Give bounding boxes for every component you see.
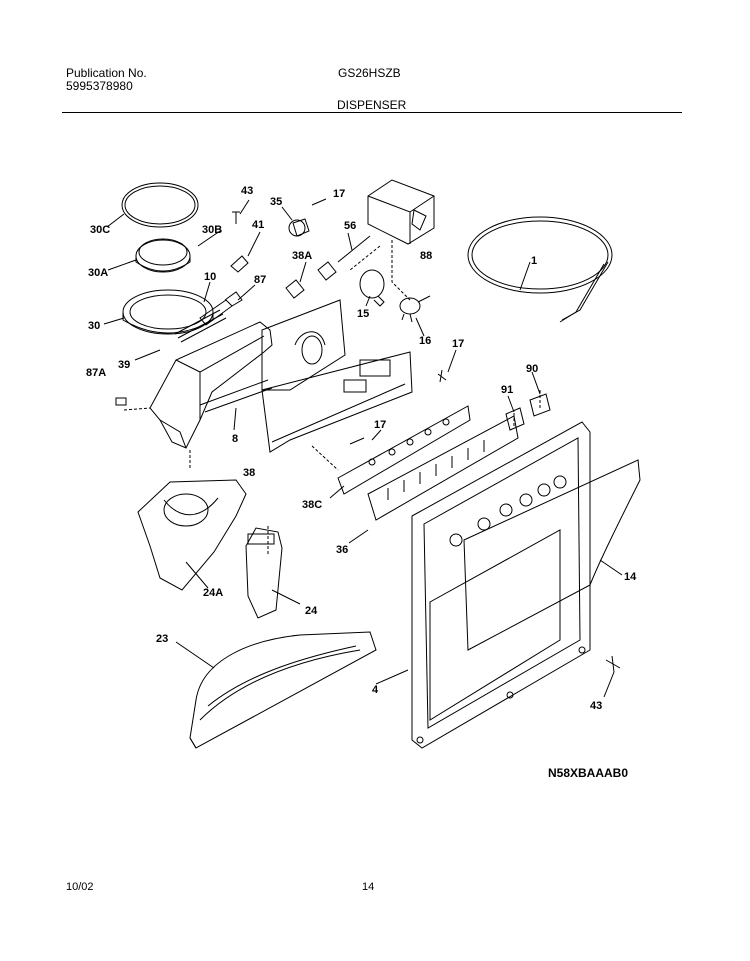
diagram-code: N58XBAAAB0 bbox=[548, 766, 629, 780]
footer-date: 10/02 bbox=[66, 881, 94, 893]
callout-30c: 30C bbox=[90, 224, 110, 236]
callout-1: 1 bbox=[531, 255, 537, 267]
callout-30b: 30B bbox=[202, 224, 222, 236]
callout-36: 36 bbox=[336, 544, 348, 556]
leader-lines bbox=[123, 240, 541, 554]
callout-35: 35 bbox=[270, 196, 282, 208]
callout-labels: 1 30C 30B 30A 30 43 35 17 41 87 10 39 87… bbox=[86, 185, 637, 712]
callout-43-low: 43 bbox=[590, 700, 602, 712]
callout-17-top: 17 bbox=[333, 188, 345, 200]
page-number: 14 bbox=[362, 881, 375, 893]
callout-8: 8 bbox=[232, 433, 238, 445]
callout-10: 10 bbox=[204, 271, 216, 283]
callout-15: 15 bbox=[357, 308, 369, 320]
callout-91: 91 bbox=[501, 384, 513, 396]
callout-24: 24 bbox=[305, 605, 318, 617]
callout-14: 14 bbox=[624, 571, 637, 583]
publication-label: Publication No. bbox=[66, 66, 147, 80]
callout-90: 90 bbox=[526, 363, 538, 375]
callout-30: 30 bbox=[88, 320, 100, 332]
callout-38c: 38C bbox=[302, 499, 322, 511]
header-rule bbox=[62, 112, 682, 113]
publication-number: 5995378980 bbox=[66, 79, 133, 93]
callout-17-low: 17 bbox=[374, 419, 386, 431]
callout-4: 4 bbox=[372, 684, 379, 696]
callout-87a: 87A bbox=[86, 367, 106, 379]
callout-38: 38 bbox=[243, 467, 255, 479]
callout-39: 39 bbox=[118, 359, 130, 371]
callout-88: 88 bbox=[420, 250, 432, 262]
callout-30a: 30A bbox=[88, 267, 108, 279]
parts-drawing bbox=[115, 179, 641, 749]
callout-56: 56 bbox=[344, 220, 356, 232]
callout-17-mid: 17 bbox=[452, 338, 464, 350]
leaders-solid bbox=[103, 199, 623, 698]
section-title: DISPENSER bbox=[337, 98, 407, 112]
callout-41: 41 bbox=[252, 219, 264, 231]
callout-23: 23 bbox=[156, 633, 168, 645]
callout-87: 87 bbox=[254, 274, 266, 286]
callout-16: 16 bbox=[419, 335, 431, 347]
callout-43-top: 43 bbox=[241, 185, 253, 197]
model-number: GS26HSZB bbox=[338, 66, 401, 80]
callout-38a: 38A bbox=[292, 250, 312, 262]
callout-24a: 24A bbox=[203, 587, 223, 599]
